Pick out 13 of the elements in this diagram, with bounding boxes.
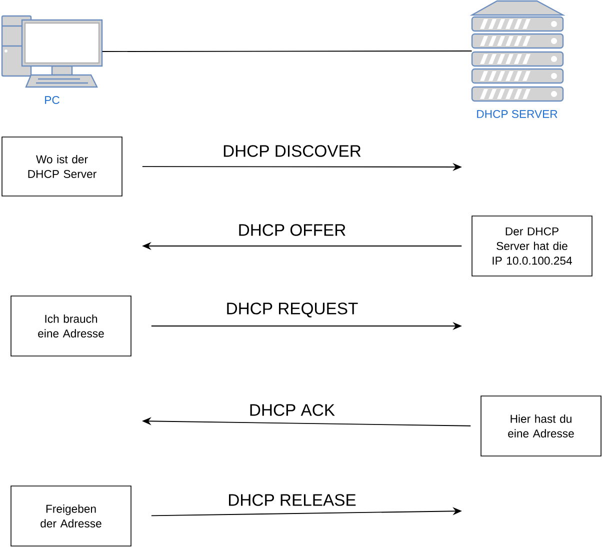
edge-label: DHCP REQUEST xyxy=(224,301,360,319)
edge-label: DHCP DISCOVER xyxy=(221,144,363,158)
device-label: PC xyxy=(45,96,60,104)
text-box: Hier hast du eine Adresse xyxy=(480,396,602,456)
edge-label: DHCP ACK xyxy=(248,402,336,418)
pc-drawing xyxy=(1,15,103,88)
text-box: Wo ist der DHCP Server xyxy=(2,136,122,196)
device-label: DHCP SERVER xyxy=(477,110,558,118)
edge-label: DHCP RELEASE xyxy=(226,492,358,508)
text-box: Der DHCP Server hat die IP 10.0.100.254 xyxy=(472,216,592,276)
text-box: Ich brauch eine Adresse xyxy=(10,296,132,356)
edge-label: DHCP OFFER xyxy=(236,222,348,238)
text-box: Freigeben der Adresse xyxy=(10,486,132,546)
